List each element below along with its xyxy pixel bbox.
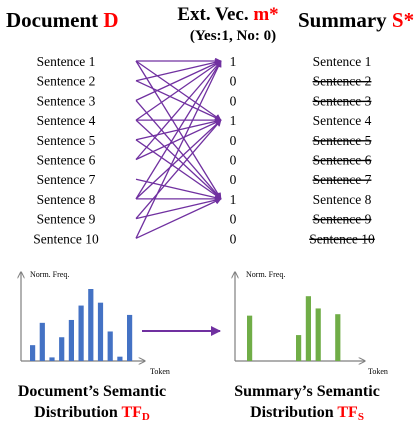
distribution-bar [117, 356, 123, 361]
summary-sentence-struck: Sentence 3 [313, 93, 372, 108]
sum-ylabel: Norm. Freq. [246, 270, 285, 279]
selection-arrow [135, 60, 222, 200]
distribution-bar [247, 315, 253, 361]
summary-sentence-kept: Sentence 1 [313, 54, 372, 69]
ext-vector-value: 1 [230, 113, 237, 128]
selection-arrow [135, 119, 222, 220]
selection-arrow [135, 178, 222, 201]
summary-distribution-chart: Norm. Freq. Token [235, 270, 388, 376]
doc-caption-sub: D [142, 411, 150, 423]
summary-sentence-struck: Sentence 6 [313, 153, 372, 168]
selection-arrow [135, 119, 222, 200]
doc-caption-line2: Distribution TFD [34, 404, 150, 423]
distribution-bar [305, 296, 311, 361]
ext-vector-value: 0 [230, 231, 237, 246]
selection-arrow [135, 60, 222, 239]
summary-symbol: S* [392, 8, 414, 32]
document-sentence: Sentence 4 [37, 113, 96, 128]
doc-ylabel: Norm. Freq. [30, 270, 69, 279]
distribution-bar [30, 345, 36, 361]
selection-arrow [135, 119, 222, 161]
selection-arrow [135, 198, 222, 239]
ext-vec-header: Ext. Vec. m* [177, 4, 278, 25]
selection-arrow [135, 60, 222, 101]
ext-vec-symbol: m* [253, 4, 278, 25]
ext-vector-value: 1 [230, 54, 237, 69]
distribution-bar [296, 335, 302, 361]
sum-caption-line1: Summary’s Semantic [234, 383, 380, 400]
selection-arrow [135, 60, 222, 121]
document-sentence: Sentence 5 [37, 133, 96, 148]
document-sentence: Sentence 7 [37, 172, 96, 187]
distribution-bar [68, 319, 74, 361]
ext-vector-value: 1 [230, 192, 237, 207]
document-sentence: Sentence 8 [37, 192, 96, 207]
doc-bars [30, 289, 133, 361]
sum-caption-sub: S [358, 411, 364, 423]
summary-sentence-kept: Sentence 4 [313, 113, 372, 128]
selection-arrow [135, 197, 222, 220]
extraction-vector-values: 1 0 0 1 0 0 0 1 0 0 [230, 54, 237, 246]
ext-vec-subtitle: (Yes:1, No: 0) [190, 28, 276, 44]
ext-vector-value: 0 [230, 172, 237, 187]
distribution-bar [107, 331, 113, 361]
distribution-bar [59, 337, 65, 361]
sum-caption-symbol: TF [337, 404, 358, 421]
document-sentence-list: Sentence 1 Sentence 2 Sentence 3 Sentence 4… [33, 54, 99, 246]
distribution-bar [335, 314, 341, 361]
summary-sentence-struck: Sentence 10 [309, 231, 375, 246]
distribution-bar [97, 302, 104, 361]
sum-caption-line2: Distribution TFS [250, 404, 364, 423]
selection-arrow [135, 60, 222, 160]
ext-vector-value: 0 [230, 133, 237, 148]
document-sentence: Sentence 6 [37, 153, 96, 168]
document-sentence: Sentence 2 [37, 74, 96, 89]
distribution-bar [88, 289, 94, 361]
sum-xlabel: Token [368, 367, 388, 376]
summary-sentence-struck: Sentence 5 [313, 133, 372, 148]
summary-sentence-kept: Sentence 8 [313, 192, 372, 207]
selection-arrow [135, 80, 222, 121]
doc-caption-symbol: TF [121, 404, 142, 421]
ext-vector-value: 0 [230, 153, 237, 168]
distribution-bar [315, 308, 321, 361]
document-sentence: Sentence 3 [37, 93, 96, 108]
sum-bars [247, 296, 341, 361]
doc-xlabel: Token [150, 367, 170, 376]
distribution-bar [39, 322, 45, 361]
distribution-bar [78, 305, 84, 361]
distribution-bar [127, 314, 133, 361]
doc-caption-line1: Document’s Semantic [18, 383, 166, 400]
summary-header: Summary S* [298, 8, 414, 32]
ext-vector-value: 0 [230, 93, 237, 108]
document-header: Document D [6, 8, 119, 32]
ext-vector-value: 0 [230, 74, 237, 89]
document-distribution-chart: Norm. Freq. Token [21, 270, 170, 376]
summary-sentence-struck: Sentence 2 [313, 74, 372, 89]
document-sentence: Sentence 10 [33, 231, 99, 246]
summary-sentence-struck: Sentence 7 [313, 172, 372, 187]
distribution-bar [49, 357, 55, 361]
document-sentence: Sentence 1 [37, 54, 96, 69]
summary-sentence-list: Sentence 1 Sentence 2 Sentence 3 Sentence 4… [309, 54, 375, 246]
document-symbol: D [103, 8, 118, 32]
selection-arrows [135, 57, 222, 239]
ext-vector-value: 0 [230, 212, 237, 227]
summary-sentence-struck: Sentence 9 [313, 212, 372, 227]
document-sentence: Sentence 9 [37, 212, 96, 227]
selection-arrow [135, 59, 222, 82]
